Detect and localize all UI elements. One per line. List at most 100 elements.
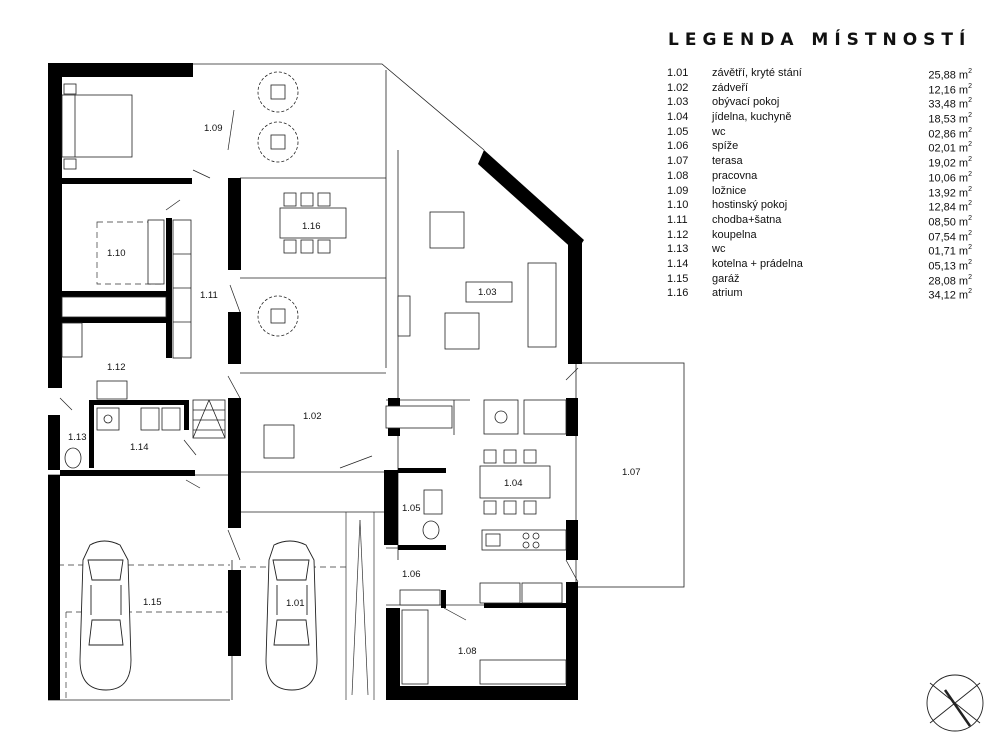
room-number: 1.13 [667, 243, 689, 256]
atrium-table [279, 207, 347, 239]
area-unit: m [958, 128, 969, 141]
room-area: 02,01 m2 [928, 139, 972, 156]
room-name: wc [712, 243, 726, 256]
area-unit: m [958, 69, 969, 82]
area-unit-power: 2 [968, 170, 972, 178]
area-unit-power: 2 [968, 156, 972, 164]
room-number: 1.05 [667, 125, 689, 138]
furniture [61, 71, 567, 685]
room-area-value: 01,71 [928, 245, 956, 258]
room-name: zádveří [712, 81, 749, 94]
entry-path [345, 512, 375, 700]
room-name: chodba+šatna [712, 213, 782, 226]
area-unit-power: 2 [968, 200, 972, 208]
room-name: garáž [712, 272, 740, 285]
room-area-value: 19,02 [928, 157, 956, 170]
room-area: 02,86 m2 [928, 125, 972, 142]
room-name: kotelna + prádelna [712, 257, 803, 270]
room-number: 1.12 [667, 228, 689, 241]
atrium-trees [257, 71, 299, 337]
label-r116: 1.16 [302, 221, 321, 232]
legend-row: 1.15 garáž 28,08 m2 [664, 272, 974, 289]
area-unit: m [958, 157, 969, 170]
area-unit-power: 2 [968, 229, 972, 237]
area-unit-power: 2 [968, 82, 972, 90]
area-unit: m [958, 245, 969, 258]
label-r112: 1.12 [107, 362, 126, 373]
area-unit-power: 2 [968, 244, 972, 252]
label-r104: 1.04 [504, 478, 523, 489]
room-area-value: 05,13 [928, 260, 956, 273]
kitchen-counter [481, 529, 567, 551]
area-unit-power: 2 [968, 112, 972, 120]
room-number: 1.07 [667, 155, 689, 168]
label-r103: 1.03 [478, 287, 497, 298]
room-area-value: 12,16 [928, 84, 956, 97]
room-number: 1.03 [667, 96, 689, 109]
room-area: 01,71 m2 [928, 242, 972, 259]
area-unit-power: 2 [968, 273, 972, 281]
label-r111: 1.11 [200, 290, 218, 301]
room-number: 1.08 [667, 169, 689, 182]
room-area-value: 02,86 [928, 128, 956, 141]
room-area: 28,08 m2 [928, 272, 972, 289]
area-unit: m [958, 275, 969, 288]
label-r106: 1.06 [402, 569, 421, 580]
room-area: 25,88 m2 [928, 66, 972, 83]
room-area-value: 28,08 [928, 275, 956, 288]
room-labels: 1.09 1.10 1.11 1.12 1.13 1.14 1.15 1.16 … [68, 123, 641, 657]
room-area-value: 34,12 [928, 289, 956, 302]
room-number: 1.10 [667, 199, 689, 212]
room-area: 19,02 m2 [928, 154, 972, 171]
room-area: 05,13 m2 [928, 257, 972, 274]
label-r102: 1.02 [303, 411, 322, 422]
bathtub [61, 296, 167, 318]
room-area: 10,06 m2 [928, 169, 972, 186]
room-number: 1.04 [667, 111, 689, 124]
label-r108: 1.08 [458, 646, 477, 657]
area-unit-power: 2 [968, 68, 972, 75]
room-area: 13,92 m2 [928, 184, 972, 201]
label-r107: 1.07 [622, 467, 641, 478]
label-r109: 1.09 [204, 123, 223, 134]
area-unit: m [958, 289, 969, 302]
room-number: 1.15 [667, 272, 689, 285]
room-name: obývací pokoj [712, 96, 780, 109]
room-area-value: 18,53 [928, 113, 956, 126]
room-name: pracovna [712, 169, 758, 182]
area-unit-power: 2 [968, 258, 972, 266]
area-unit-power: 2 [968, 185, 972, 193]
room-name: wc [712, 125, 726, 138]
area-unit: m [958, 84, 969, 97]
area-unit-power: 2 [968, 288, 972, 296]
door-swings [59, 109, 579, 621]
room-name: ložnice [712, 184, 747, 197]
area-unit: m [958, 216, 969, 229]
legend-row: 1.08 pracovna 10,06 m2 [664, 169, 974, 186]
room-name: koupelna [712, 228, 757, 241]
walls [48, 63, 584, 700]
room-name: hostinský pokoj [712, 199, 788, 212]
room-area: 08,50 m2 [928, 213, 972, 230]
room-area: 18,53 m2 [928, 110, 972, 127]
area-unit: m [958, 143, 969, 156]
legend-row: 1.13 wc 01,71 m2 [664, 242, 974, 259]
area-unit: m [958, 231, 969, 244]
room-area: 33,48 m2 [928, 95, 972, 112]
area-unit-power: 2 [968, 141, 972, 149]
room-area-value: 02,01 [928, 143, 956, 156]
sofa [527, 262, 557, 348]
area-unit-power: 2 [968, 214, 972, 222]
stairs [192, 399, 226, 439]
